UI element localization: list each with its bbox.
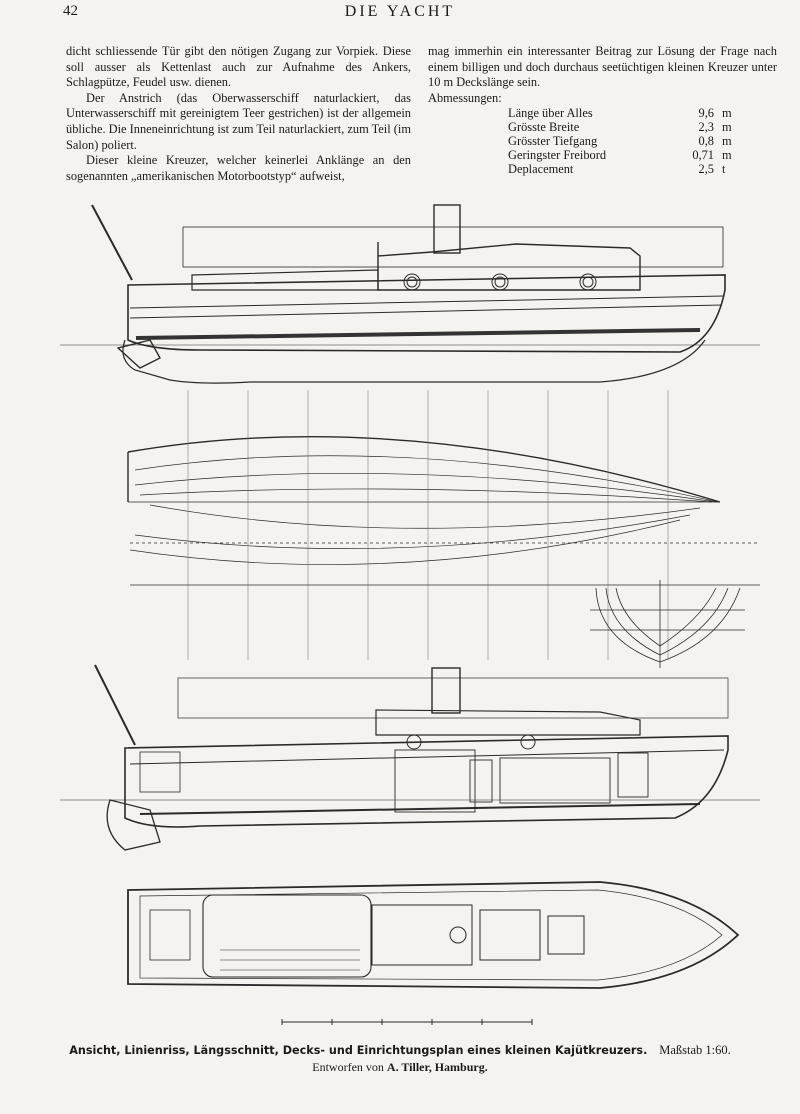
caption-scale: Maßstab 1:60. xyxy=(659,1043,731,1057)
credit-prefix: Entworfen von xyxy=(312,1060,384,1074)
right-column: mag immerhin ein interessanter Beitrag z… xyxy=(428,44,777,176)
running-head: DIE YACHT xyxy=(344,3,456,20)
page-number: 42 xyxy=(63,3,78,19)
left-column: dicht schliessende Tür gibt den nötigen … xyxy=(66,44,411,184)
lines-plan xyxy=(127,435,760,586)
figure-caption: Ansicht, Linienriss, Längsschnitt, Decks… xyxy=(0,1043,800,1058)
station-lines xyxy=(187,390,669,660)
caption-text: Ansicht, Linienriss, Längsschnitt, Decks… xyxy=(69,1044,648,1057)
paragraph: mag immerhin ein interessanter Beitrag z… xyxy=(428,44,777,90)
yacht-technical-drawing xyxy=(60,204,760,1025)
credit-name: A. Tiller, Hamburg. xyxy=(386,1060,488,1074)
paragraph: dicht schliessende Tür gibt den nötigen … xyxy=(66,44,411,90)
paragraph: Der Anstrich (das Oberwasserschiff natur… xyxy=(66,90,411,152)
longitudinal-section xyxy=(60,664,760,851)
profile-view xyxy=(60,204,760,384)
paragraph: Dieser kleine Kreuzer, welcher keinerlei… xyxy=(66,153,411,183)
scale-bar xyxy=(281,1019,533,1025)
figure-credit: Entworfen von A. Tiller, Hamburg. xyxy=(0,1060,800,1075)
body-plan xyxy=(590,580,745,668)
deck-plan xyxy=(127,881,740,989)
dimensions-heading: Abmessungen: xyxy=(428,90,502,105)
